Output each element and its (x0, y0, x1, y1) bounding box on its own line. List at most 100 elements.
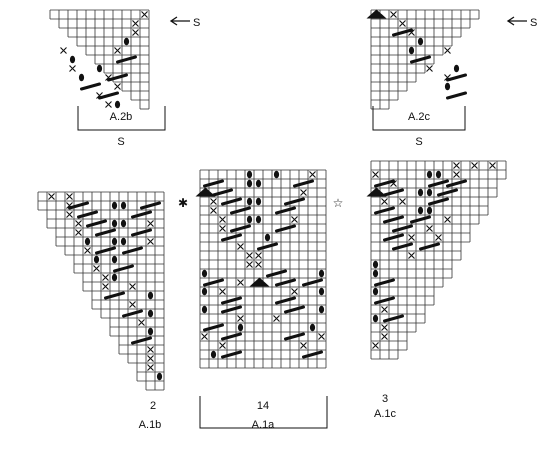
stitch-x-symbol (66, 193, 73, 200)
stitch-cable-symbol (212, 188, 233, 197)
stitch-cable-symbol (446, 91, 467, 100)
stitch-cable-symbol (230, 224, 251, 233)
stitch-cable-symbol (221, 350, 242, 359)
stitch-x-symbol (102, 283, 109, 290)
stitch-cable-symbol (203, 278, 224, 287)
chart-a1c-title: A.1c (374, 408, 397, 420)
stitch-yarn-over-symbol (201, 269, 208, 278)
stitch-x-symbol (471, 162, 478, 169)
stitch-cable-symbol (95, 246, 116, 255)
stitch-cable-symbol (374, 296, 395, 305)
stitch-yarn-over-symbol (255, 179, 262, 188)
stitch-yarn-over-symbol (120, 201, 127, 210)
stitch-x-symbol (66, 211, 73, 218)
stitch-cable-symbol (275, 206, 296, 215)
stitch-x-symbol (381, 333, 388, 340)
chart-a2c: S A.2c S (366, 9, 537, 148)
stitch-cable-symbol (221, 296, 242, 305)
stitch-x-symbol (426, 65, 433, 72)
stitch-x-symbol (399, 20, 406, 27)
stitch-triangle-symbol (249, 277, 270, 287)
stitch-x-symbol (69, 65, 76, 72)
stitch-cable-symbol (383, 233, 404, 242)
stitch-x-symbol (318, 333, 325, 340)
stitch-x-symbol (444, 216, 451, 223)
stitch-x-symbol (381, 306, 388, 313)
stitch-yarn-over-symbol (246, 170, 253, 179)
stitch-cable-symbol (446, 179, 467, 188)
stitch-cable-symbol (98, 91, 119, 100)
stitch-yarn-over-symbol (309, 323, 316, 332)
stitch-x-symbol (381, 324, 388, 331)
stitch-triangle-symbol (195, 187, 216, 197)
chart-a2b-title: A.2b (110, 111, 133, 123)
stitch-yarn-over-symbol (111, 219, 118, 228)
stitch-x-symbol (300, 342, 307, 349)
stitch-yarn-over-symbol (417, 37, 424, 46)
stitch-x-symbol (147, 238, 154, 245)
stitch-x-symbol (48, 193, 55, 200)
chart-a2b-row-marker: S (193, 17, 200, 29)
stitch-x-symbol (129, 301, 136, 308)
stitch-cable-symbol (392, 224, 413, 233)
stitch-cable-symbol (410, 55, 431, 64)
stitch-yarn-over-symbol (318, 305, 325, 314)
stitch-cable-symbol (221, 197, 242, 206)
stitch-x-symbol (138, 319, 145, 326)
stitch-cable-symbol (221, 305, 242, 314)
stitch-yarn-over-symbol (246, 179, 253, 188)
stitch-cable-symbol (374, 206, 395, 215)
stitch-cable-symbol (302, 278, 323, 287)
row-arrow-icon (506, 16, 527, 26)
stitch-yarn-over-symbol (84, 237, 91, 246)
stitch-cable-symbol (275, 296, 296, 305)
chart-a1b: 2 A.1b (37, 191, 165, 431)
stitch-cable-symbol (428, 197, 449, 206)
stitch-yarn-over-symbol (408, 46, 415, 55)
stitch-yarn-over-symbol (69, 55, 76, 64)
stitch-x-symbol (132, 29, 139, 36)
stitch-cable-symbol (374, 179, 395, 188)
stitch-cable-symbol (293, 179, 314, 188)
stitch-yarn-over-symbol (426, 206, 433, 215)
stitch-x-symbol (408, 234, 415, 241)
stitch-x-symbol (147, 355, 154, 362)
stitch-cable-symbol (131, 336, 152, 345)
stitch-x-symbol (147, 346, 154, 353)
stitch-yarn-over-symbol (273, 170, 280, 179)
stitch-yarn-over-symbol (156, 372, 163, 381)
chart-a1a-stitch-count: 14 (257, 400, 269, 412)
stitch-yarn-over-symbol (264, 233, 271, 242)
stitch-x-symbol (114, 47, 121, 54)
stitch-x-symbol (408, 252, 415, 259)
stitch-cable-symbol (104, 291, 125, 300)
stitch-x-symbol (246, 252, 253, 259)
stitch-yarn-over-symbol (147, 327, 154, 336)
stitch-x-symbol (237, 279, 244, 286)
chart-a2b-size-label: S (117, 136, 124, 148)
stitch-yarn-over-symbol (111, 237, 118, 246)
stitch-x-symbol (93, 265, 100, 272)
stitch-cable-symbol (230, 206, 251, 215)
stitch-cable-symbol (80, 82, 101, 91)
stitch-cable-symbol (131, 228, 152, 237)
stitch-cable-symbol (266, 269, 287, 278)
stitch-cable-symbol (68, 201, 89, 210)
stitch-yarn-over-symbol (417, 206, 424, 215)
stitch-cable-symbol (392, 242, 413, 251)
stitch-cable-symbol (284, 332, 305, 341)
stitch-cable-symbol (392, 28, 413, 37)
chart-a1c-grid (370, 160, 507, 360)
chart-a1c: 3 A.1c (366, 160, 507, 420)
chart-a2c-symbols (366, 9, 467, 100)
stitch-x-symbol (210, 207, 217, 214)
stitch-yarn-over-symbol (372, 260, 379, 269)
stitch-yarn-over-symbol (246, 215, 253, 224)
stitch-yarn-over-symbol (246, 197, 253, 206)
chart-a1b-stitch-count: 2 (150, 400, 156, 412)
stitch-yarn-over-symbol (120, 237, 127, 246)
chart-a2c-title: A.2c (408, 111, 431, 123)
stitch-cable-symbol (116, 55, 137, 64)
stitch-cable-symbol (203, 179, 224, 188)
chart-a1a-grid (199, 169, 327, 369)
